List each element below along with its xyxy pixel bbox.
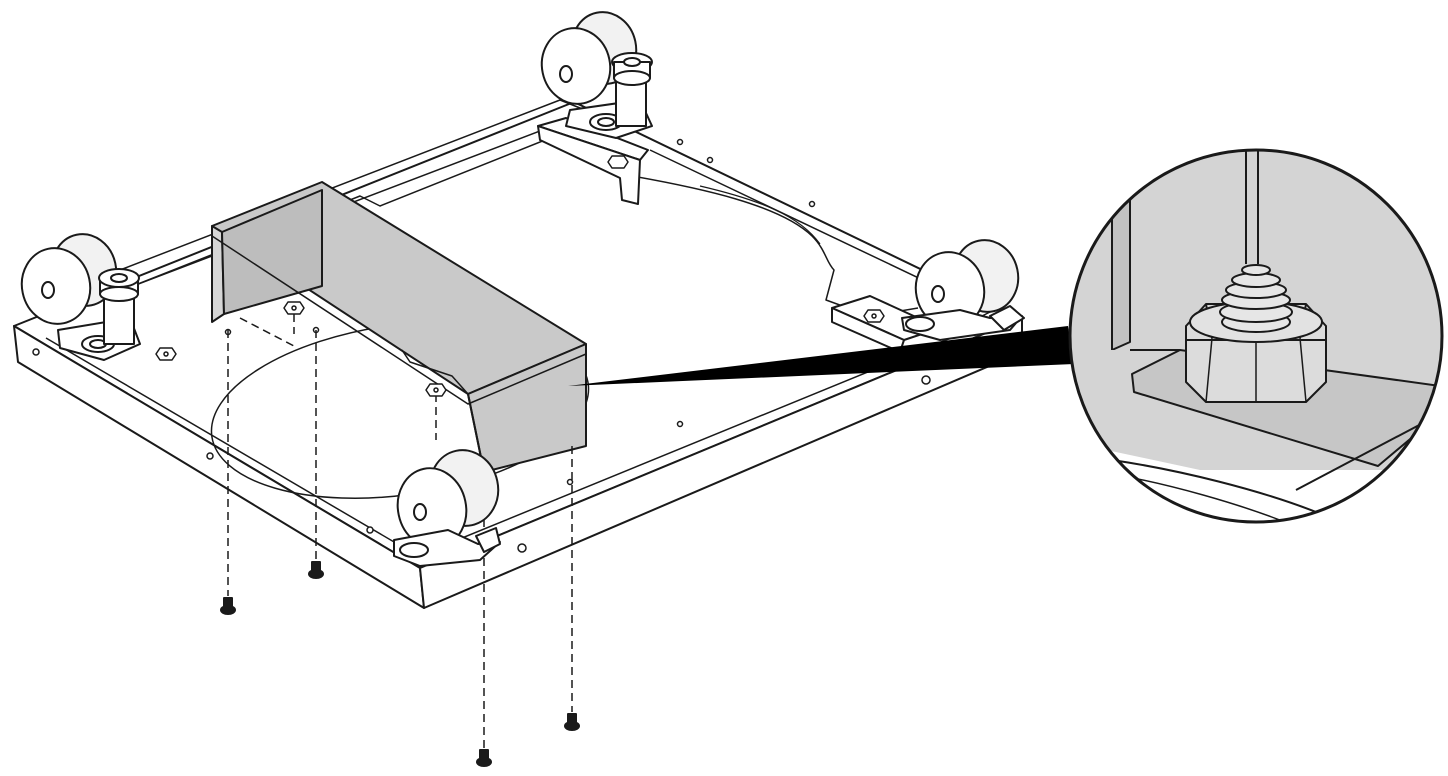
detail-plate-front-edge [1295,413,1441,491]
frame-contour-cutout-2 [699,185,821,245]
assembly-guides [227,314,573,748]
caster-front-brake [475,527,501,553]
caster-right [901,239,1025,341]
detail-callout-view [1068,148,1444,524]
detail-threaded-stud [1219,264,1293,333]
screw-2 [308,561,324,579]
cover-bracket [211,181,587,473]
plate-side [537,125,641,205]
nut-3 [155,347,177,361]
hole-4 [517,543,527,553]
callout-leader [568,326,1074,386]
guide-bracket-link [239,317,295,347]
detail-lower-area [1070,420,1442,522]
caster-back [540,11,653,139]
detail-circle-border [1068,148,1444,524]
main-isometric-view [13,11,1074,767]
screw-1 [220,597,236,615]
hole-12 [566,478,574,486]
hole-6 [676,420,684,428]
nut-5 [607,155,629,169]
leveling-foot-left [98,268,140,345]
caster-right-brake [989,305,1025,331]
hole-7 [808,200,816,208]
nut-2 [425,383,447,397]
caster-front [393,449,501,567]
bracket-left-inner [221,189,323,315]
hole-1 [32,348,40,356]
bracket-edge-line [211,235,587,405]
leveling-foot-back [611,52,653,127]
hole-2 [206,452,214,460]
hole-9 [676,138,684,146]
bracket-notch [401,349,469,395]
nut-1 [283,301,305,315]
back-mounting-plate [537,117,649,205]
hole-8 [706,156,714,164]
caster-left [20,233,141,361]
detail-cutout-curve [1111,459,1317,513]
hole-5 [921,375,931,385]
screw-3 [476,749,492,767]
screw-4 [564,713,580,731]
frame-contour-cutout [631,175,919,317]
screws [220,561,580,767]
nuts [155,155,885,397]
hole-3 [366,526,374,534]
nut-4 [863,309,885,323]
